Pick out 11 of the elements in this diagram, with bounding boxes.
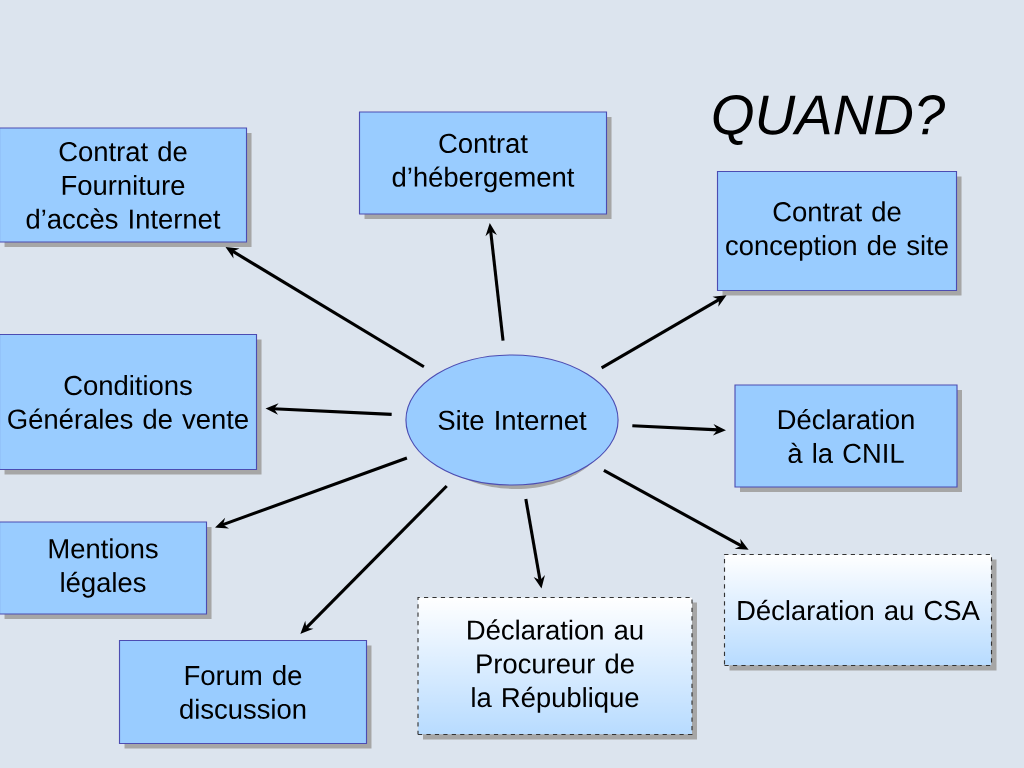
process-box: Contrat de Fourniture d’accès Internet (0, 127, 252, 247)
process-box: Contrat de conception de site (716, 170, 962, 296)
process-box: Déclaration au CSA (723, 553, 997, 671)
title: QUAND? (713, 95, 945, 145)
process-box: Déclaration au Procureur de la République (417, 596, 697, 740)
process-box: Déclaration à la CNIL (734, 384, 962, 492)
ellipse-node: Site Internet (405, 354, 619, 489)
process-box: Conditions Générales de vente (0, 333, 262, 475)
process-box: Contrat d’hébergement (358, 111, 612, 219)
process-box: Mentions légales (0, 521, 212, 619)
process-box: Forum de discussion (118, 639, 372, 749)
